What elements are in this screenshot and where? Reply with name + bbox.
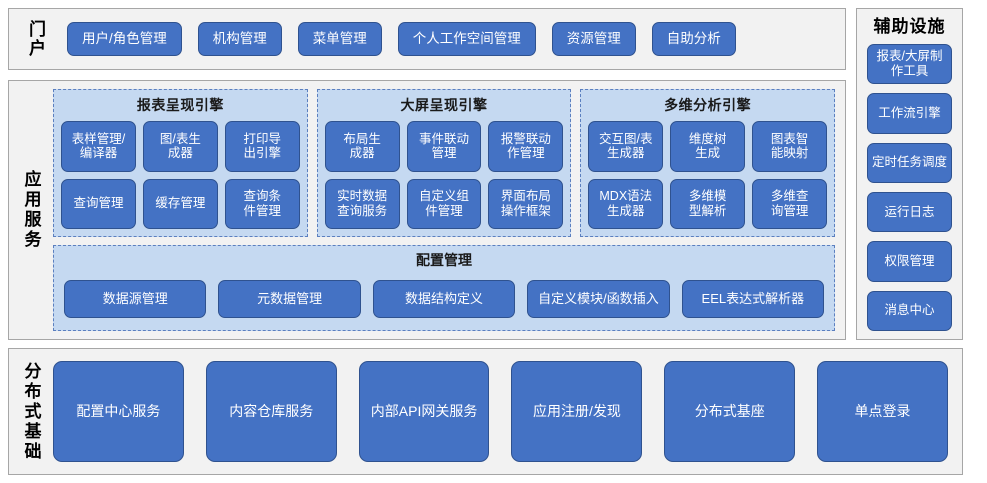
aux-item-workflow-engine[interactable]: 工作流引擎: [867, 93, 952, 134]
engine2-item-alarm-linkage-action-management[interactable]: 报警联动 作管理: [488, 121, 564, 172]
auxiliary-item-list: 报表/大屏制 作工具 工作流引擎 定时任务调度 运行日志 权限管理 消息中心: [867, 44, 952, 331]
engine1-item-chart-table-generator[interactable]: 图/表生 成器: [142, 121, 218, 172]
aux-item-runtime-log[interactable]: 运行日志: [867, 192, 952, 233]
engine3-item-dimension-tree-generation[interactable]: 维度树 生成: [670, 121, 746, 172]
dist-item-distributed-foundation[interactable]: 分布式基座: [664, 361, 796, 462]
auxiliary-facilities-section-label: 辅助设施: [873, 17, 946, 36]
engine2-item-custom-component-management[interactable]: 自定义组 件管理: [406, 178, 482, 229]
engine-item-grid: 表样管理/ 编译器 图/表生 成器 打印导 出引擎 查询管理 缓存管理 查询条 …: [61, 121, 300, 229]
portal-section: 门户 用户/角色管理 机构管理 菜单管理 个人工作空间管理 资源管理 自助分析: [8, 8, 846, 70]
auxiliary-facilities-section: 辅助设施 报表/大屏制 作工具 工作流引擎 定时任务调度 运行日志 权限管理 消…: [856, 8, 963, 340]
aux-item-scheduled-task-scheduler[interactable]: 定时任务调度: [867, 142, 952, 184]
aux-item-permission-management[interactable]: 权限管理: [867, 241, 952, 282]
engine-group-list: 报表呈现引擎 表样管理/ 编译器 图/表生 成器 打印导 出引擎 查询管理 缓存…: [53, 89, 836, 237]
dist-item-config-center-service[interactable]: 配置中心服务: [53, 361, 184, 462]
engine2-item-event-linkage-management[interactable]: 事件联动 管理: [406, 121, 482, 172]
config-item-metadata-management[interactable]: 元数据管理: [218, 279, 361, 318]
engine-title: 报表呈现引擎: [136, 97, 224, 113]
portal-item-user-role-management[interactable]: 用户/角色管理: [67, 22, 182, 56]
engine2-item-ui-layout-operation-framework[interactable]: 界面布局 操作框架: [488, 178, 564, 229]
dist-item-single-sign-on[interactable]: 单点登录: [817, 361, 948, 462]
engine-report-rendering: 报表呈现引擎 表样管理/ 编译器 图/表生 成器 打印导 出引擎 查询管理 缓存…: [53, 89, 308, 237]
aux-item-report-bigscreen-authoring-tool[interactable]: 报表/大屏制 作工具: [867, 44, 952, 85]
portal-item-org-management[interactable]: 机构管理: [197, 22, 282, 56]
config-item-custom-module-function-insertion[interactable]: 自定义模块/函数插入: [527, 279, 670, 318]
portal-item-menu-management[interactable]: 菜单管理: [297, 22, 382, 56]
config-item-data-structure-definition[interactable]: 数据结构定义: [372, 279, 516, 318]
engine2-item-realtime-data-query-service[interactable]: 实时数据 查询服务: [324, 178, 400, 229]
engine-title: 多维分析引擎: [664, 97, 752, 113]
engine2-item-layout-generator[interactable]: 布局生 成器: [324, 121, 400, 172]
engine-item-grid: 交互图/表 生成器 维度树 生成 图表智 能映射 MDX语法 生成器 多维模 型…: [588, 121, 828, 229]
dist-item-app-registration-discovery[interactable]: 应用注册/发现: [511, 361, 643, 462]
engine-bigscreen-rendering: 大屏呈现引擎 布局生 成器 事件联动 管理 报警联动 作管理 实时数据 查询服务…: [316, 89, 572, 237]
engine1-item-query-management[interactable]: 查询管理: [61, 178, 136, 229]
engine1-item-template-management-compiler[interactable]: 表样管理/ 编译器: [61, 121, 136, 172]
dist-item-internal-api-gateway-service[interactable]: 内部API网关服务: [358, 361, 490, 462]
engine-title: 大屏呈现引擎: [400, 97, 488, 113]
portal-item-list: 用户/角色管理 机构管理 菜单管理 个人工作空间管理 资源管理 自助分析: [67, 22, 833, 56]
portal-item-resource-management[interactable]: 资源管理: [551, 22, 636, 56]
distributed-base-item-list: 配置中心服务 内容仓库服务 内部API网关服务 应用注册/发现 分布式基座 单点…: [53, 349, 948, 474]
engine3-item-chart-smart-mapping[interactable]: 图表智 能映射: [752, 121, 828, 172]
engine3-item-interactive-chart-table-generator[interactable]: 交互图/表 生成器: [588, 121, 664, 172]
portal-section-label: 门户: [29, 19, 47, 58]
engine-item-grid: 布局生 成器 事件联动 管理 报警联动 作管理 实时数据 查询服务 自定义组 件…: [324, 121, 564, 229]
distributed-base-section-label: 分布式基础: [21, 361, 41, 462]
portal-item-personal-workspace-management[interactable]: 个人工作空间管理: [397, 22, 536, 56]
configuration-item-list: 数据源管理 元数据管理 数据结构定义 自定义模块/函数插入 EEL表达式解析器: [64, 275, 825, 322]
engine3-item-multidimensional-query-management[interactable]: 多维查 询管理: [752, 178, 828, 229]
configuration-management-group: 配置管理 数据源管理 元数据管理 数据结构定义 自定义模块/函数插入 EEL表达…: [53, 245, 835, 331]
application-services-section-label: 应用服务: [21, 170, 41, 250]
engine3-item-mdx-syntax-generator[interactable]: MDX语法 生成器: [588, 178, 664, 229]
portal-item-self-service-analysis[interactable]: 自助分析: [651, 22, 736, 56]
engine1-item-query-condition-management[interactable]: 查询条 件管理: [224, 178, 300, 229]
configuration-management-title: 配置管理: [416, 252, 472, 268]
engine1-item-cache-management[interactable]: 缓存管理: [142, 178, 218, 229]
engine3-item-multidimensional-model-parsing[interactable]: 多维模 型解析: [670, 178, 746, 229]
application-services-section: 应用服务 报表呈现引擎 表样管理/ 编译器 图/表生 成器 打印导 出引擎 查询…: [8, 80, 846, 340]
application-services-body: 报表呈现引擎 表样管理/ 编译器 图/表生 成器 打印导 出引擎 查询管理 缓存…: [53, 81, 845, 339]
config-item-datasource-management[interactable]: 数据源管理: [64, 279, 207, 318]
aux-item-message-center[interactable]: 消息中心: [867, 290, 952, 331]
distributed-base-section: 分布式基础 配置中心服务 内容仓库服务 内部API网关服务 应用注册/发现 分布…: [8, 348, 963, 475]
engine1-item-print-export-engine[interactable]: 打印导 出引擎: [224, 121, 300, 172]
dist-item-content-repository-service[interactable]: 内容仓库服务: [205, 361, 337, 462]
engine-multidimensional-analysis: 多维分析引擎 交互图/表 生成器 维度树 生成 图表智 能映射 MDX语法 生成…: [580, 89, 836, 237]
config-item-eel-expression-parser[interactable]: EEL表达式解析器: [681, 279, 825, 318]
